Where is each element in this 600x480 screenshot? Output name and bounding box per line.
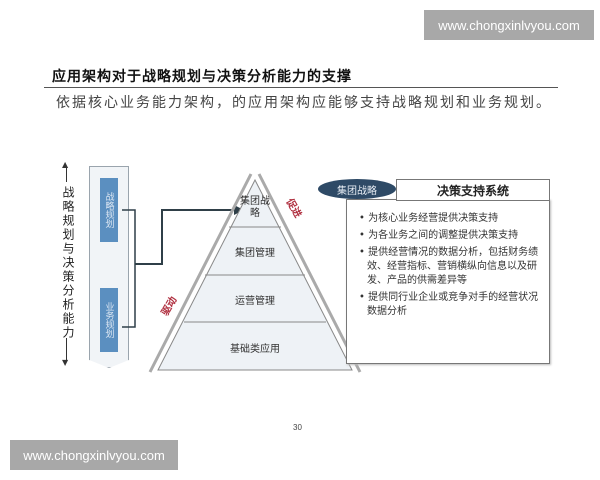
up-arrow-icon: ▲ [62, 160, 69, 169]
up-arrow-line [66, 166, 67, 182]
business-planning-box: 业务规划 [100, 288, 118, 352]
watermark-bottom: www.chongxinlvyou.com [10, 440, 178, 470]
down-arrow-icon: ▼ [62, 358, 69, 367]
list-item: 为核心业务经营提供决策支持 [359, 212, 541, 226]
strategy-planning-box: 战略规划 [100, 178, 118, 242]
watermark-top: www.chongxinlvyou.com [424, 10, 594, 40]
page-number: 30 [293, 423, 302, 432]
down-arrow-line [66, 338, 67, 362]
pyramid-level-management: 集团管理 [235, 248, 275, 259]
pyramid-level-operations: 运营管理 [235, 296, 275, 307]
decision-support-box: 为核心业务经营提供决策支持 为各业务之间的调整提供决策支持 提供经营情况的数据分… [346, 199, 550, 364]
decision-support-title: 决策支持系统 [396, 179, 550, 201]
pyramid-level-strategy: 集团战略 [240, 196, 270, 219]
page-subtitle: 依据核心业务能力架构，的应用架构应能够支持战略规划和业务规划。 [56, 95, 552, 111]
list-item: 提供经营情况的数据分析，包括财务绩效、经营指标、营销横纵向信息以及研发、产品的供… [359, 246, 541, 288]
pyramid-level-foundation: 基础类应用 [230, 344, 280, 355]
decision-support-list: 为核心业务经营提供决策支持 为各业务之间的调整提供决策支持 提供经营情况的数据分… [347, 200, 549, 319]
group-strategy-tag: 集团战略 [318, 179, 396, 199]
title-divider [44, 87, 558, 88]
page-title: 应用架构对于战略规划与决策分析能力的支撑 [52, 69, 352, 85]
list-item: 为各业务之间的调整提供决策支持 [359, 229, 541, 243]
list-item: 提供同行业企业或竞争对手的经营状况数据分析 [359, 291, 541, 319]
side-label: 战略规划与决策分析能力 [61, 186, 75, 340]
